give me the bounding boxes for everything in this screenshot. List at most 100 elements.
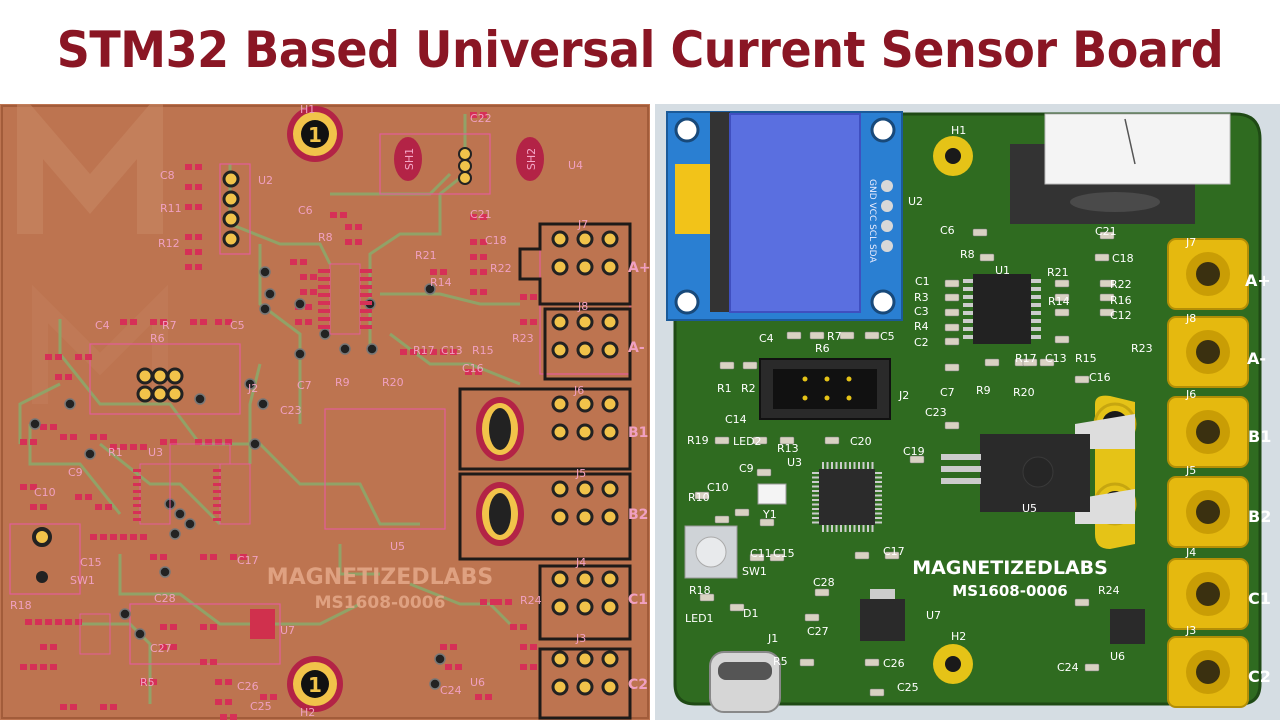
layout-designator-r21: R21 [415,249,437,262]
layout-designator-u6: U6 [470,676,485,689]
render-designator-c28: C28 [813,576,835,589]
layout-designator-c9: C9 [68,466,83,479]
render-designator-c17: C17 [883,545,905,558]
render-designator-u1: U1 [995,264,1010,277]
render-designator-sw1: SW1 [742,565,767,578]
render-connector-label-3: B2 [1248,507,1271,526]
layout-designator-r12: R12 [158,237,180,250]
render-designator-c19: C19 [903,445,925,458]
render-designator-r1: R1 [717,382,732,395]
render-designator-j8: J8 [1185,312,1196,325]
render-designator-r7: R7 [827,330,842,343]
render-connector-label-2: B1 [1248,427,1271,446]
layout-designator-u5: U5 [390,540,405,553]
layout-designator-r23: R23 [512,332,534,345]
render-designator-r20: R20 [1013,386,1035,399]
layout-connector-label-5: C2 [628,677,648,693]
layout-designator-c18: C18 [485,234,507,247]
render-designator-y1: Y1 [762,508,777,521]
layout-designator-j5: J5 [575,467,586,480]
layout-designator-h2: H2 [300,706,315,719]
layout-designator-r8: R8 [318,231,333,244]
shunt-label-sh2: SH2 [525,148,538,170]
render-designator-c25: C25 [897,681,919,694]
render-designator-led1: LED1 [685,612,714,625]
render-designator-j2: J2 [898,389,909,402]
render-designator-r8: R8 [960,248,975,261]
layout-brand: MAGNETIZEDLABS [267,565,494,590]
layout-designator-r1: R1 [108,446,123,459]
layout-designator-c6: C6 [298,204,313,217]
render-designator-c6: C6 [940,224,955,237]
render-designator-r17: R17 [1015,352,1037,365]
layout-designator-j8: J8 [577,300,588,313]
layout-designator-c23: C23 [280,404,302,417]
layout-designator-j6: J6 [573,384,584,397]
render-designator-c23: C23 [925,406,947,419]
layout-designator-r24: R24 [520,594,542,607]
layout-designator-c15: C15 [80,556,102,569]
layout-designator-c24: C24 [440,684,462,697]
render-brand: MAGNETIZEDLABS [912,557,1108,579]
render-designator-c16: C16 [1089,371,1111,384]
render-designator-c18: C18 [1112,252,1134,265]
render-designator-r2: R2 [741,382,756,395]
render-designator-r3: R3 [914,291,929,304]
mount-number-top: 1 [308,123,322,147]
render-designator-u5: U5 [1022,502,1037,515]
render-designator-c1: C1 [915,275,930,288]
render-designator-c7: C7 [940,386,955,399]
layout-connector-label-3: B2 [628,507,648,523]
layout-part-number: MS1608-0006 [315,593,446,613]
render-designator-d1: D1 [743,607,758,620]
layout-designator-c28: C28 [154,592,176,605]
render-designator-j6: J6 [1185,388,1196,401]
layout-designator-c4: C4 [95,319,110,332]
layout-designator-r22: R22 [490,262,512,275]
render-part-number: MS1608-0006 [952,582,1067,600]
layout-designator-c26: C26 [237,680,259,693]
render-designator-j1: J1 [767,632,778,645]
render-designator-c13: C13 [1045,352,1067,365]
layout-designator-sw1: SW1 [70,574,95,587]
layout-designator-h1: H1 [300,104,315,116]
render-designator-r14: R14 [1048,295,1070,308]
pcb-3d-render-view: GND VCC SCL SDA [655,104,1280,720]
render-designator-u3: U3 [787,456,802,469]
mount-hole-top: 1 [287,106,343,162]
render-designator-h1: H1 [951,124,966,137]
layout-designator-c21: C21 [470,208,492,221]
layout-designator-u2: U2 [258,174,273,187]
pcb-layout-svg: 1 1 SH1 SH2 [1,104,650,720]
render-designator-r6: R6 [815,342,830,355]
layout-designator-u4: U4 [568,159,583,172]
layout-designator-c17: C17 [237,554,259,567]
render-designator-j5: J5 [1185,464,1196,477]
layout-designator-r9: R9 [335,376,350,389]
render-designator-r22: R22 [1110,278,1132,291]
render-designator-u6: U6 [1110,650,1125,663]
layout-designator-u3: U3 [148,446,163,459]
render-designator-c24: C24 [1057,661,1079,674]
layout-designator-c10: C10 [34,486,56,499]
render-designator-c20: C20 [850,435,872,448]
render-designator-u7: U7 [926,609,941,622]
layout-designator-r7: R7 [162,319,177,332]
layout-designator-c5: C5 [230,319,245,332]
render-connector-label-0: A+ [1245,271,1271,290]
render-designator-c4: C4 [759,332,774,345]
render-designator-c27: C27 [807,625,829,638]
render-designator-r10: R10 [688,491,710,504]
layout-designator-r5: R5 [140,676,155,689]
render-designator-c26: C26 [883,657,905,670]
layout-designator-r15: R15 [472,344,494,357]
render-designator-j3: J3 [1185,624,1196,637]
layout-designator-c13: C13 [441,344,463,357]
render-designator-c5: C5 [880,330,895,343]
layout-designator-r11: R11 [160,202,182,215]
render-designator-led2: LED2 [733,435,762,448]
render-designator-r18: R18 [689,584,711,597]
render-designator-r9: R9 [976,384,991,397]
layout-designator-j2: J2 [247,382,258,395]
render-designator-r24: R24 [1098,584,1120,597]
